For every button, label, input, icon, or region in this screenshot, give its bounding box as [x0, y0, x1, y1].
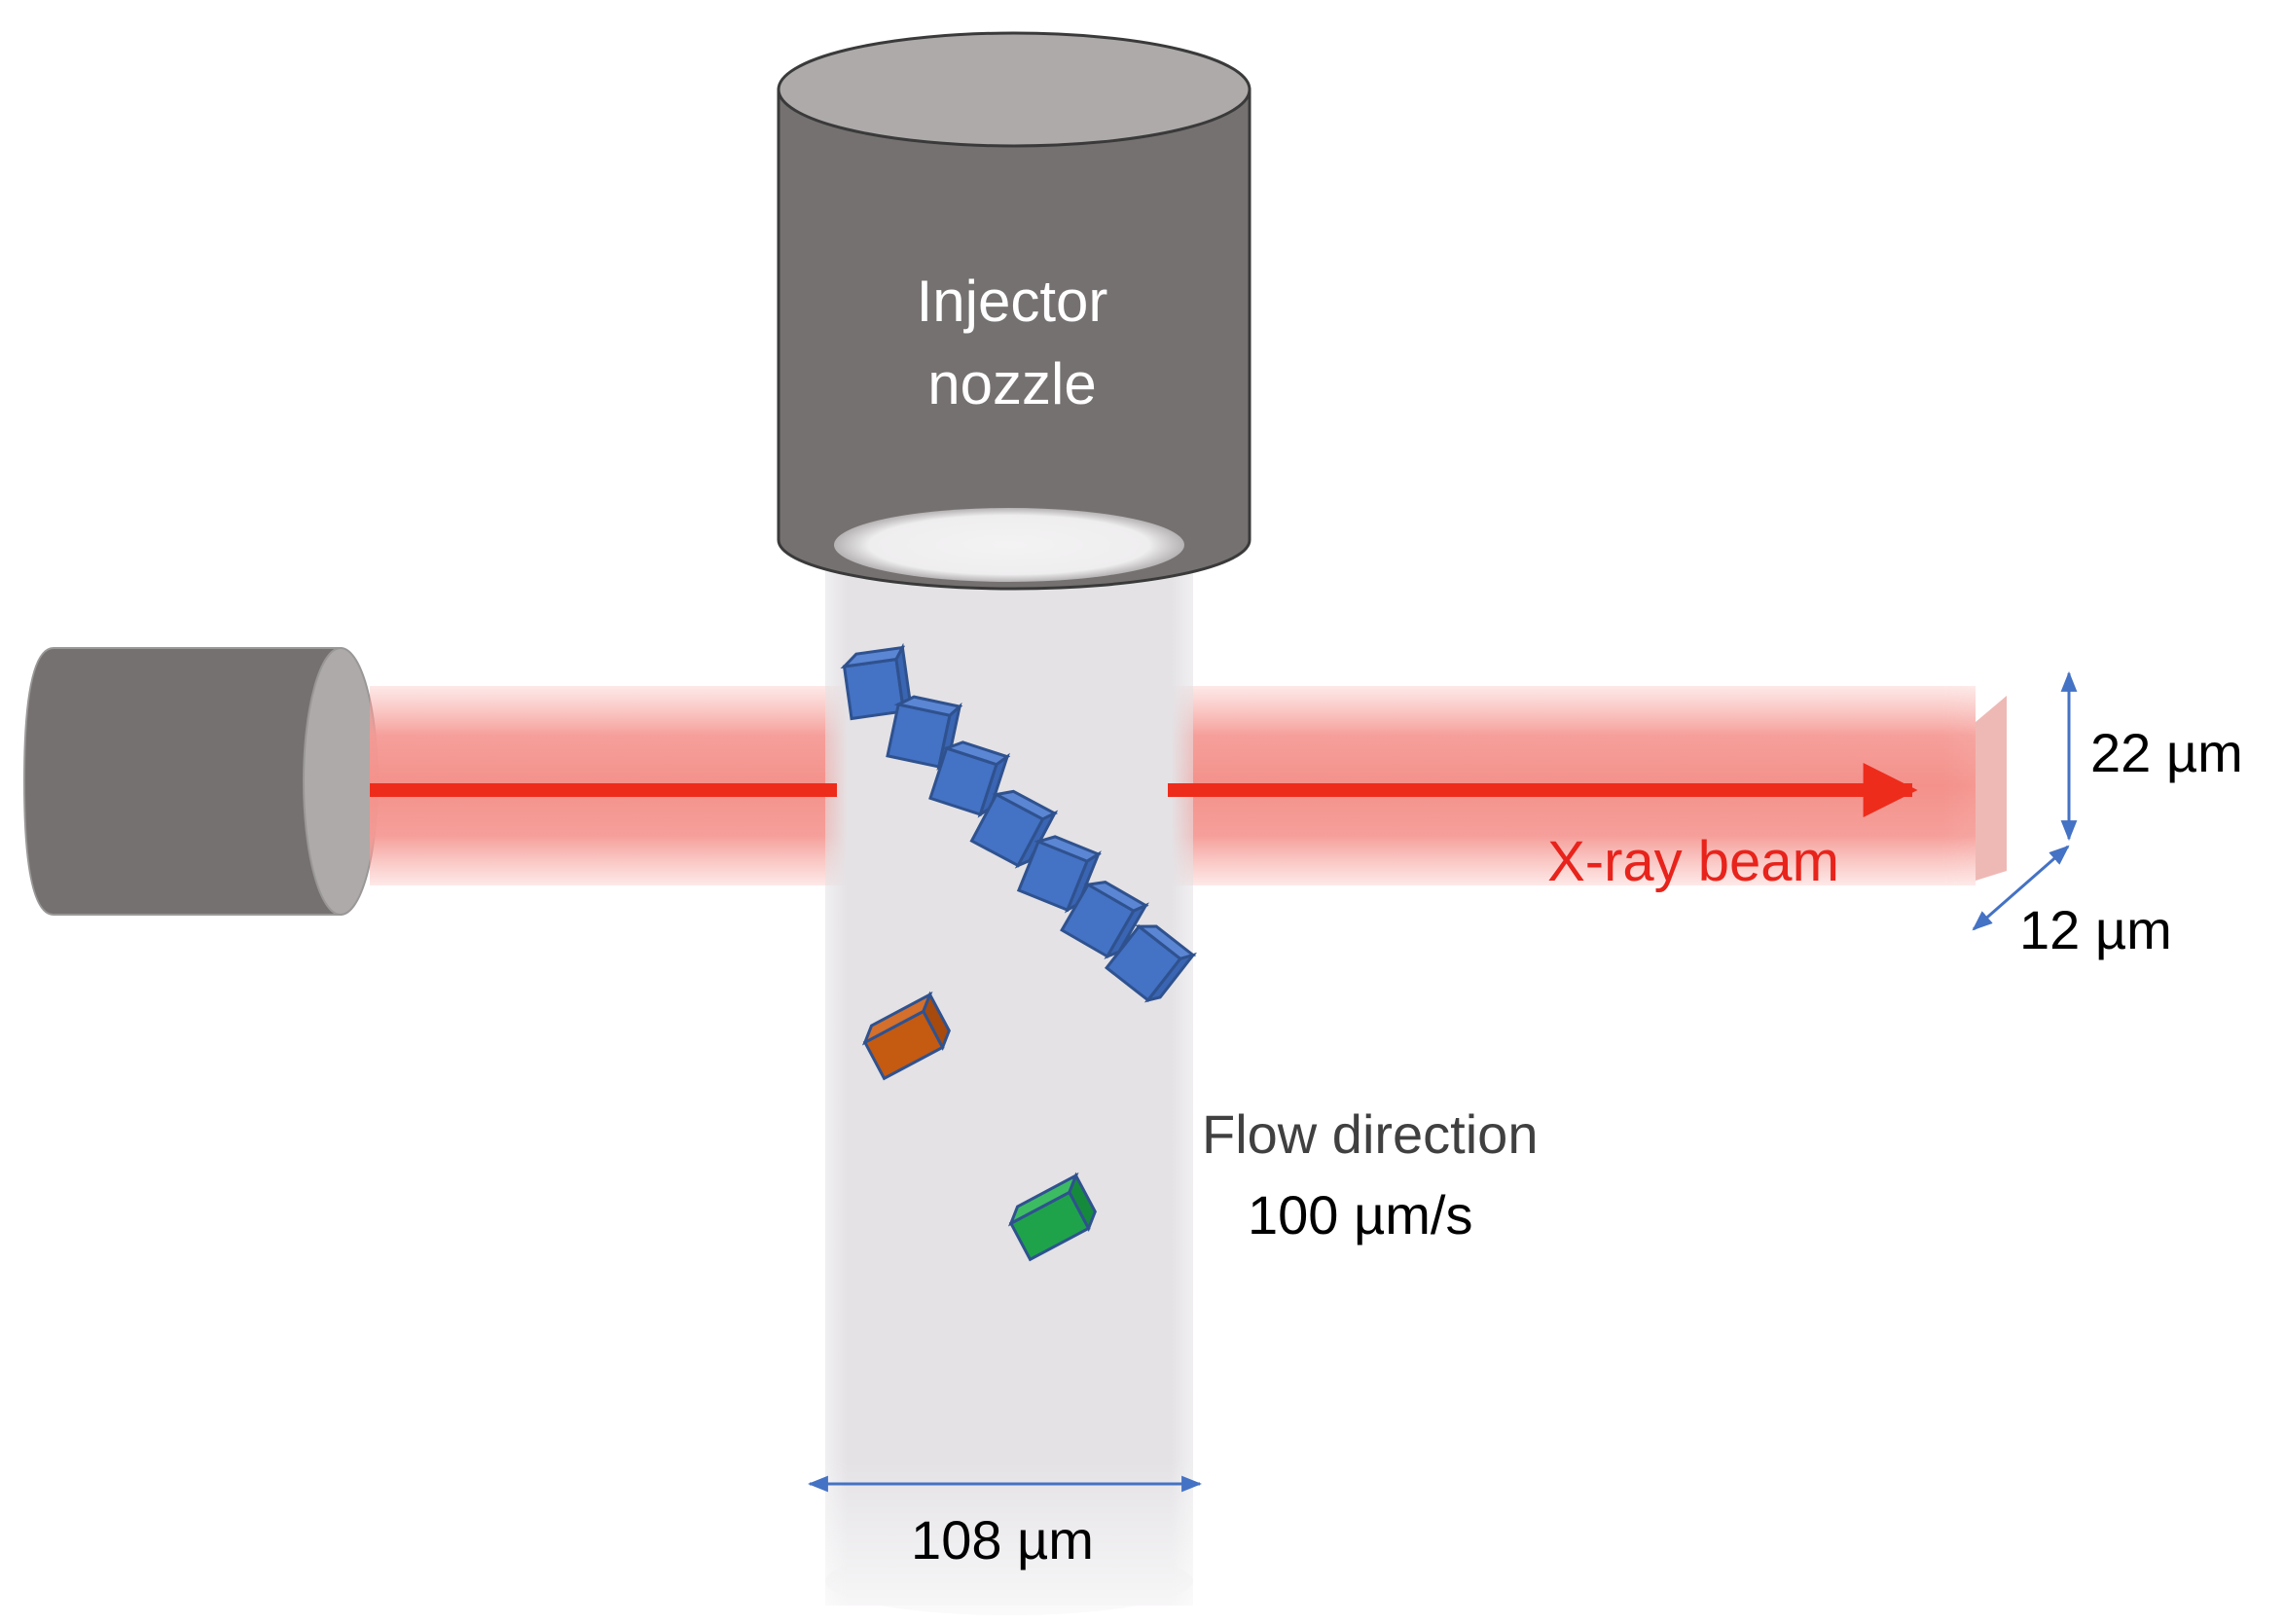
beam-label: X-ray beam: [1547, 830, 1839, 893]
injector-label-line2: nozzle: [927, 351, 1096, 416]
crystal-blue-7: [1104, 923, 1197, 1003]
injector-label-line1: Injector: [917, 269, 1108, 334]
crystal-blue-5: [1016, 835, 1102, 914]
crystals: [840, 642, 1197, 1262]
crystal-blue-6: [1060, 881, 1149, 959]
beam-depth-arrow: [1972, 845, 2070, 931]
crystal-orange: [861, 991, 951, 1081]
beam-depth-label: 12 µm: [2019, 899, 2172, 960]
injector-nozzle: Injector nozzle: [777, 31, 1251, 591]
jet-width-label: 108 µm: [911, 1509, 1094, 1570]
crystal-blue-4: [969, 789, 1059, 869]
beam-end-face: [1976, 696, 2007, 881]
crystal-blue-1: [840, 642, 912, 721]
crystal-green: [1007, 1172, 1097, 1262]
flow-speed-label: 100 µm/s: [1248, 1184, 1472, 1245]
xray-source-cylinder: [22, 647, 379, 916]
beam-height-label: 22 µm: [2090, 722, 2243, 783]
flow-direction-label: Flow direction: [1202, 1103, 1538, 1165]
